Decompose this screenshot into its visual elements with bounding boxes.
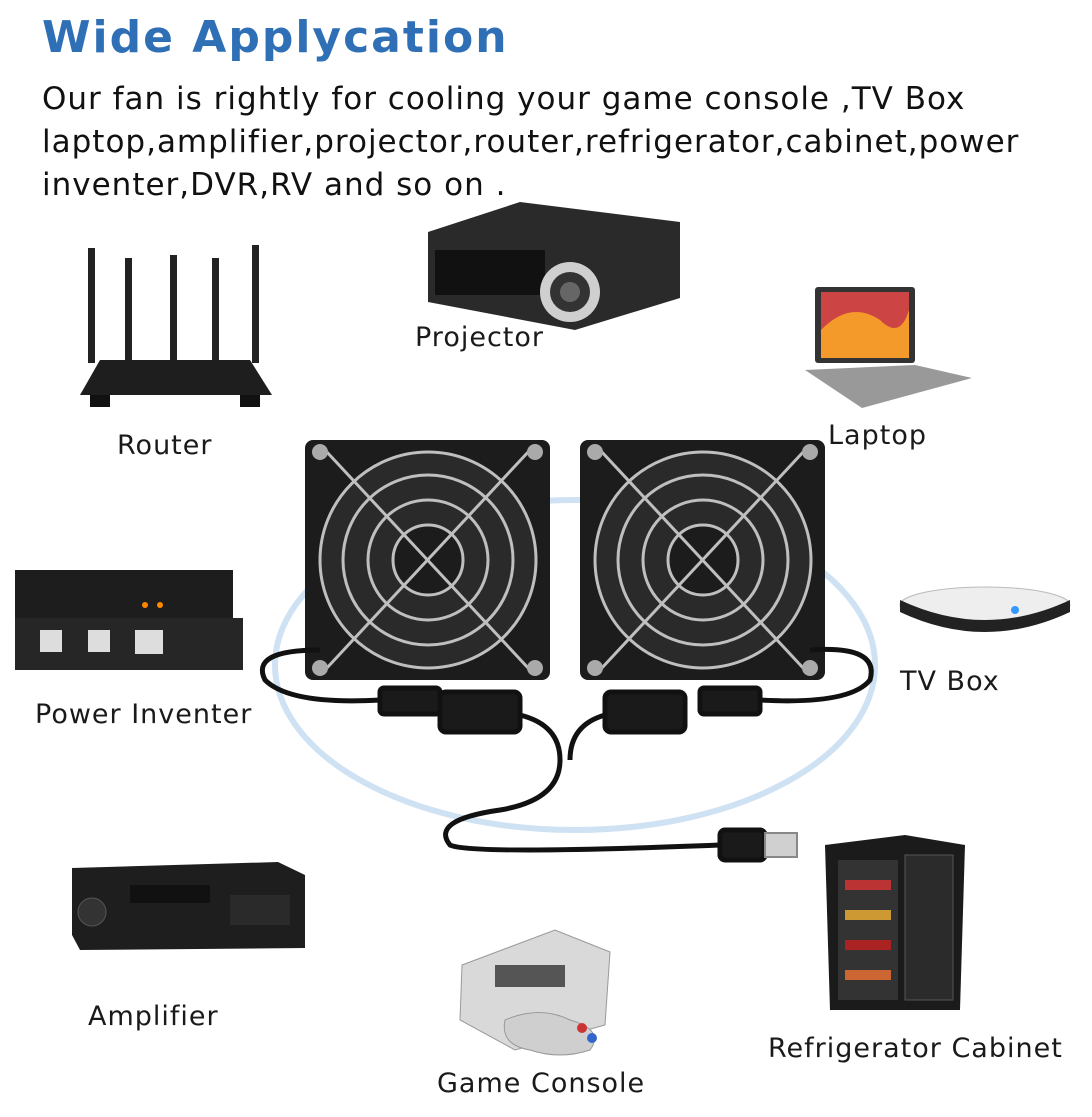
label-laptop: Laptop (828, 420, 927, 451)
power-inventer-image (15, 570, 243, 670)
description-line-3: inventer,DVR,RV and so on . (42, 167, 507, 203)
label-router: Router (117, 430, 213, 461)
highlight-ring (272, 497, 878, 833)
projector-image (428, 202, 680, 330)
label-power-inventer: Power Inventer (35, 699, 253, 730)
label-game-console: Game Console (437, 1068, 646, 1099)
description: Our fan is rightly for cooling your game… (42, 78, 1052, 207)
game-console-image (459, 929, 611, 1056)
label-refrigerator-cabinet: Refrigerator Cabinet (768, 1033, 1063, 1064)
label-projector: Projector (415, 322, 544, 353)
description-line-1: Our fan is rightly for cooling your game… (42, 81, 966, 117)
label-tv-box: TV Box (900, 666, 1000, 697)
tv-box-image (899, 586, 1071, 632)
description-line-2: laptop,amplifier,projector,router,refrig… (42, 124, 1020, 160)
page-title: Wide Applycation (42, 12, 509, 63)
label-amplifier: Amplifier (88, 1001, 219, 1032)
laptop-image (805, 287, 972, 408)
fan-left-image (305, 440, 550, 680)
usb-cable-image (259, 646, 874, 863)
refrigerator-cabinet-image (825, 835, 965, 1010)
fan-right-image (580, 440, 825, 680)
router-image (80, 245, 272, 407)
amplifier-image (72, 862, 305, 950)
